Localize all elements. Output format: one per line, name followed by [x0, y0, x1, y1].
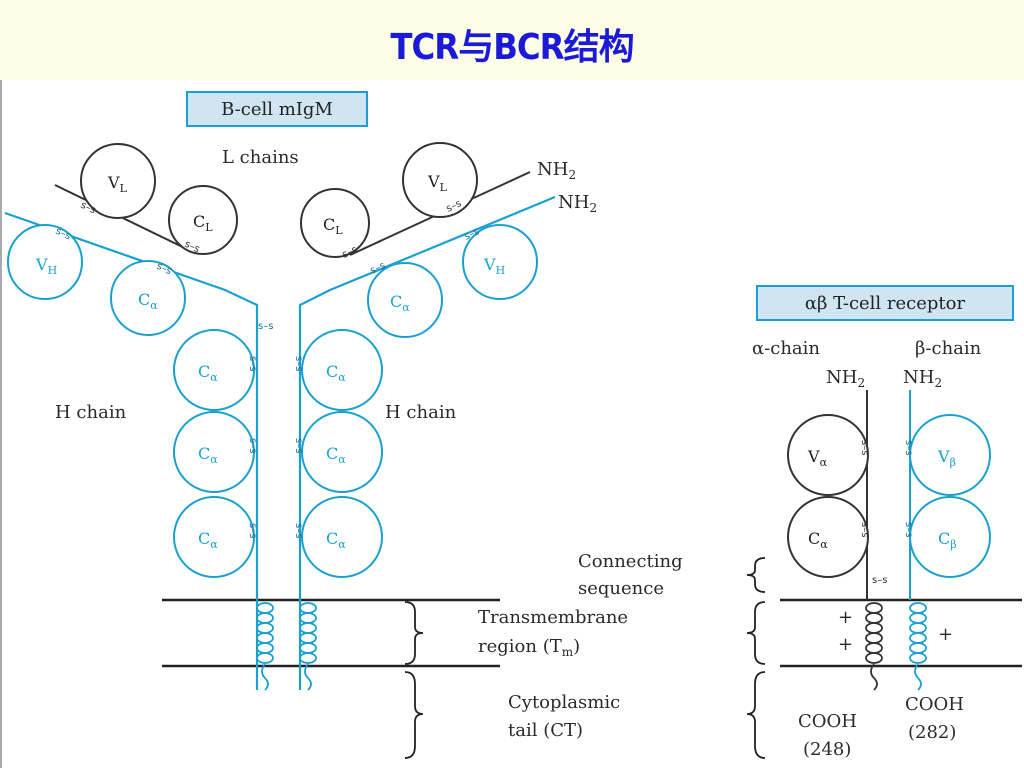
cmu3-domain-left: Cα — [173, 411, 255, 493]
slide-title: TCR与BCR结构 — [390, 27, 634, 68]
ss-cb: s–s — [903, 522, 914, 537]
beta-chain-label: β-chain — [915, 338, 982, 359]
ss-ca: s–s — [859, 522, 870, 537]
bcr-tm-coil-right — [299, 602, 317, 691]
va-domain: Vα — [787, 414, 869, 496]
bcr-label: B-cell mIgM — [221, 99, 333, 120]
cmu1-domain-right: Cα — [367, 262, 443, 338]
cmu2-domain-left: Cα — [173, 329, 255, 411]
cmu3-domain-right: Cα — [301, 411, 383, 493]
cooh-beta: COOH — [905, 694, 964, 715]
tcr-tm-coil-beta — [909, 602, 927, 691]
vh-domain-left: VH — [7, 224, 83, 300]
cooh-beta-len: (282) — [908, 722, 956, 743]
ct-brace-bcr — [404, 671, 424, 759]
alpha-chain-label: α-chain — [752, 338, 820, 359]
connecting-label-2: sequence — [578, 578, 664, 599]
cooh-alpha-len: (248) — [803, 739, 851, 760]
svg-text:Cα: Cα — [326, 444, 346, 466]
ss-c3-left: s–s — [247, 438, 258, 453]
bcr-label-box — [186, 91, 368, 127]
tcr-label-box — [756, 285, 1014, 321]
nh2-alpha-label: NH2 — [826, 367, 865, 390]
nh2-light-label: NH2 — [537, 159, 576, 182]
svg-text:CL: CL — [323, 215, 343, 237]
svg-text:VH: VH — [483, 255, 505, 277]
ss-tcr-interchain: s–s — [872, 575, 887, 586]
heavy-chain-right-line — [298, 195, 556, 690]
tm-label-1: Transmembrane — [478, 607, 628, 628]
h-chain-left-label: H chain — [55, 402, 127, 423]
vb-domain: Vβ — [909, 414, 991, 496]
light-chain-left-line — [54, 184, 196, 254]
ct-label-1: Cytoplasmic — [508, 692, 620, 713]
svg-text:VL: VL — [107, 173, 128, 195]
svg-text:Vβ: Vβ — [937, 447, 956, 469]
tcr-label: αβ T-cell receptor — [805, 293, 966, 314]
plus-alpha-2: + — [838, 634, 853, 655]
ss-c2-right: s–s — [293, 356, 304, 371]
vh-domain-right: VH — [462, 224, 538, 300]
ss-hinge: s–s — [258, 321, 273, 332]
svg-text:Cα: Cα — [198, 444, 218, 466]
svg-text:CL: CL — [193, 212, 213, 234]
nh2-heavy-label: NH2 — [558, 192, 597, 215]
vl-domain-left: VL — [80, 143, 156, 219]
cooh-alpha: COOH — [798, 711, 857, 732]
svg-text:Cα: Cα — [198, 362, 218, 384]
plus-alpha-1: + — [838, 607, 853, 628]
svg-text:Cβ: Cβ — [938, 529, 957, 551]
cmu2-domain-right: Cα — [301, 329, 383, 411]
svg-text:Vα: Vα — [807, 447, 828, 469]
ss-vb: s–s — [903, 440, 914, 455]
title-bar — [0, 0, 1024, 80]
tm-brace-bcr — [404, 601, 424, 665]
svg-text:VL: VL — [427, 172, 448, 194]
ct-brace-tcr — [746, 671, 766, 759]
ss-c4-right: s–s — [293, 523, 304, 538]
ss-c4-left: s–s — [247, 523, 258, 538]
cmu4-domain-right: Cα — [301, 496, 383, 578]
ca-domain: Cα — [787, 496, 869, 578]
cmu4-domain-left: Cα — [173, 496, 255, 578]
cmu1-domain-left: Cα — [110, 260, 186, 336]
left-edge-line — [0, 80, 2, 768]
svg-text:Cα: Cα — [198, 529, 218, 551]
ct-label-2: tail (CT) — [508, 720, 583, 741]
cl-domain-left: CL — [168, 185, 238, 255]
svg-text:Cα: Cα — [390, 292, 410, 314]
ss-c2-left: s–s — [247, 356, 258, 371]
heavy-chain-left-line — [4, 211, 259, 690]
h-chain-right-label: H chain — [385, 402, 457, 423]
vl-domain-right: VL — [402, 142, 478, 218]
cl-domain-right: CL — [300, 188, 370, 258]
connecting-label-1: Connecting — [578, 551, 683, 572]
tcr-tm-coil-alpha — [865, 602, 883, 691]
svg-text:Cα: Cα — [326, 529, 346, 551]
svg-text:VH: VH — [35, 255, 57, 277]
bcr-tm-coil-left — [256, 602, 274, 691]
svg-text:Cα: Cα — [138, 290, 158, 312]
svg-text:Cα: Cα — [326, 362, 346, 384]
l-chains-label: L chains — [222, 147, 299, 168]
cb-domain: Cβ — [909, 496, 991, 578]
tm-label-2: region (Tm) — [478, 636, 580, 659]
ss-va: s–s — [859, 440, 870, 455]
connecting-brace-tcr — [746, 557, 766, 593]
tm-brace-tcr — [746, 601, 766, 665]
svg-text:Cα: Cα — [808, 529, 828, 551]
nh2-beta-label: NH2 — [903, 367, 942, 390]
ss-c3-right: s–s — [293, 438, 304, 453]
plus-beta: + — [938, 624, 953, 645]
